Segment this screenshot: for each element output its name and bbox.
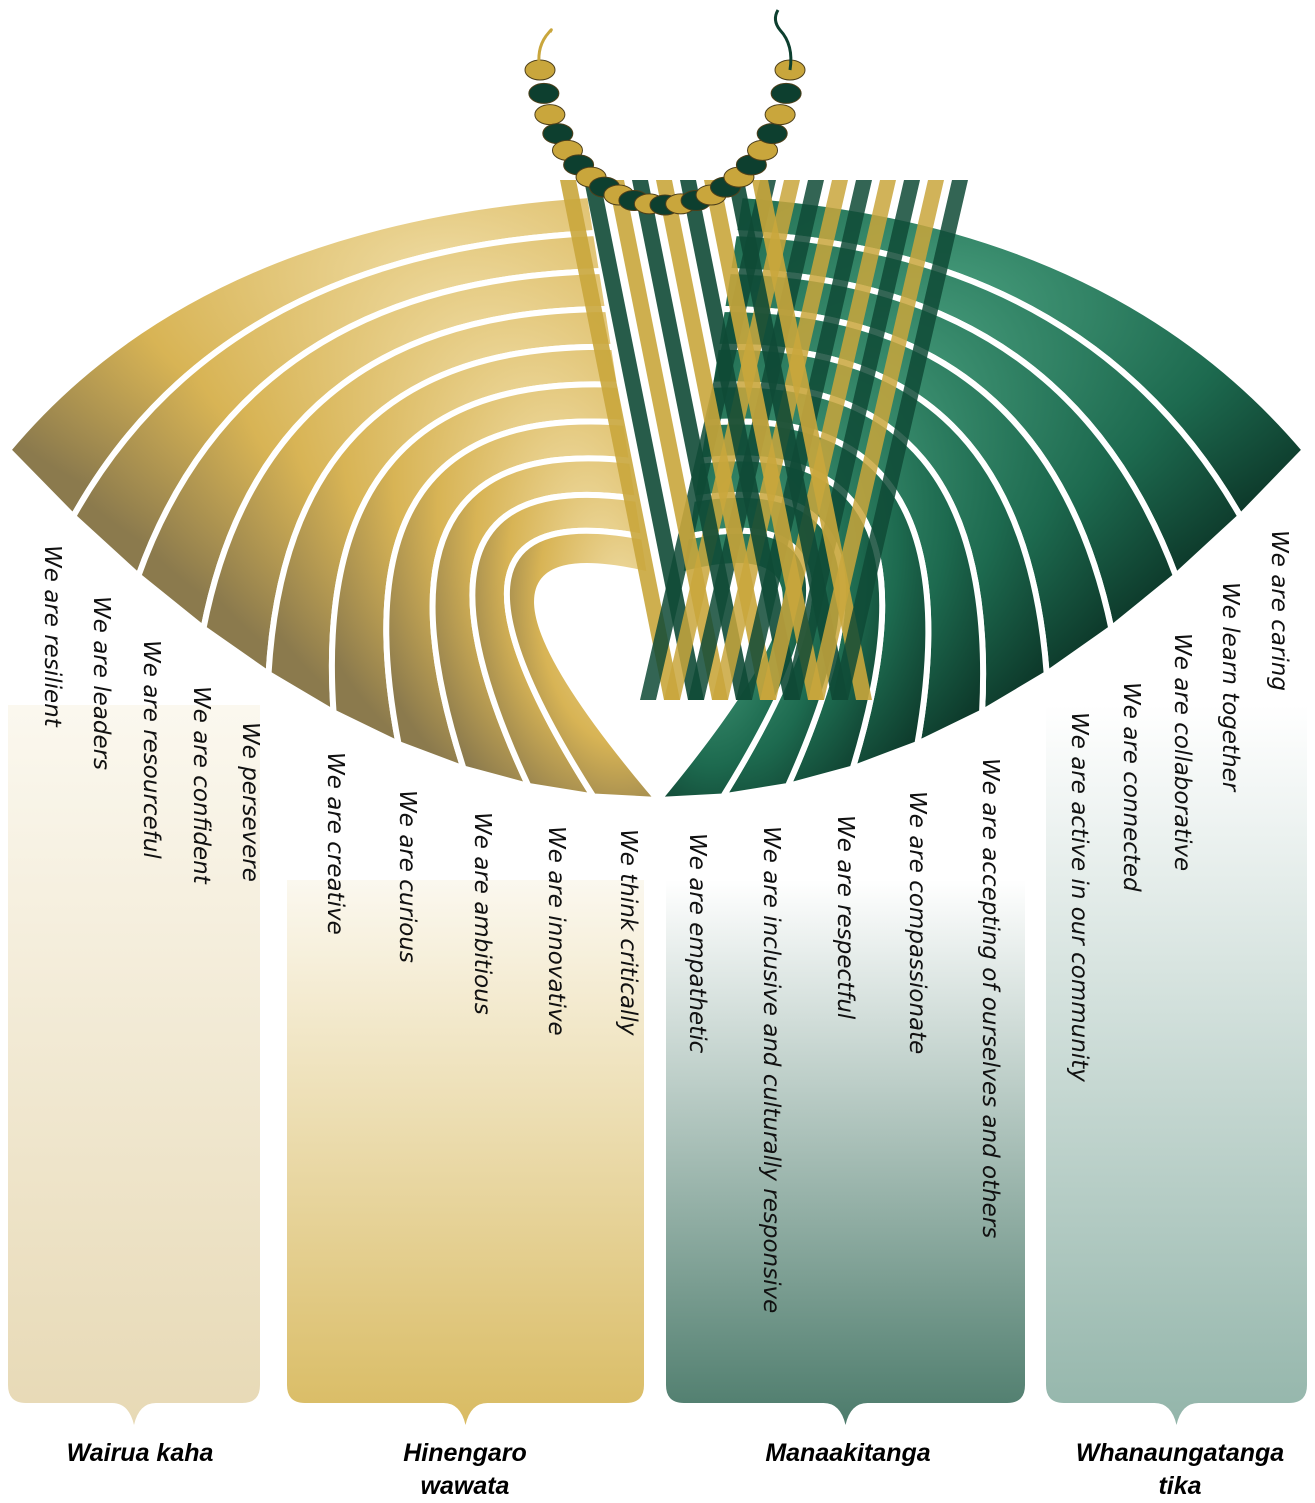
value-label: We think critically (615, 829, 641, 1036)
braid-bead (534, 104, 566, 126)
weave-ribbon (632, 180, 752, 700)
value-label: We are respectful (832, 815, 858, 1020)
value-label: We are resourceful (138, 640, 164, 859)
value-label: We are collaborative (1169, 633, 1195, 871)
value-label: We are ambitious (469, 812, 495, 1015)
group-panel (666, 880, 1025, 1425)
weave-ribbon (608, 180, 728, 700)
braid-bead (528, 82, 560, 104)
group-panel (1046, 705, 1307, 1425)
value-label: We are active in our community (1066, 712, 1092, 1082)
braid-bead (770, 82, 802, 104)
braid-loop (524, 9, 806, 216)
value-label: We are curious (394, 790, 420, 963)
group-title-wairua-kaha: Wairua kaha (66, 1439, 214, 1467)
group-panels (8, 705, 1307, 1425)
group-panel (8, 705, 260, 1425)
weave-ribbon (728, 180, 848, 700)
weave-ribbon (680, 180, 800, 700)
weave-ribbon (656, 180, 776, 700)
group-panel (287, 880, 644, 1425)
value-labels: We are resilient We are leaders We are r… (39, 530, 1292, 1313)
value-label: We are creative (322, 752, 348, 935)
weave-ribbon (704, 180, 824, 700)
value-label: We are compassionate (904, 791, 930, 1054)
group-title-manaakitanga: Manaakitanga (765, 1439, 931, 1467)
group-title-hinengaro-wawata: Hinengaro wawata (403, 1439, 527, 1500)
value-label: We are connected (1118, 682, 1144, 892)
value-label: We are accepting of ourselves and others (977, 758, 1003, 1238)
value-label: We are innovative (543, 826, 569, 1036)
value-label: We are inclusive and culturally responsi… (758, 826, 784, 1313)
value-label: We are empathetic (684, 833, 710, 1054)
braid-tail (773, 9, 793, 71)
weave-ribbon (832, 180, 968, 700)
value-label: We are caring (1266, 530, 1292, 691)
braid-bead (764, 104, 796, 126)
value-label: We are resilient (39, 545, 65, 728)
woven-fan-illustration (5, 9, 1308, 803)
weave-ribbon (560, 180, 680, 700)
value-label: We persevere (237, 722, 263, 882)
braid-bead (756, 123, 788, 145)
value-label: We learn together (1217, 582, 1243, 793)
weave-ribbon (584, 180, 704, 700)
value-label: We are leaders (88, 596, 114, 770)
weave-ribbon (752, 180, 872, 700)
woven-centre (560, 180, 968, 700)
group-title-whanaungatanga-tika: Whanaungatanga tika (1075, 1439, 1285, 1500)
gold-fan-wing (5, 192, 662, 803)
braid-tail (537, 28, 553, 71)
value-label: We are confident (188, 686, 214, 885)
